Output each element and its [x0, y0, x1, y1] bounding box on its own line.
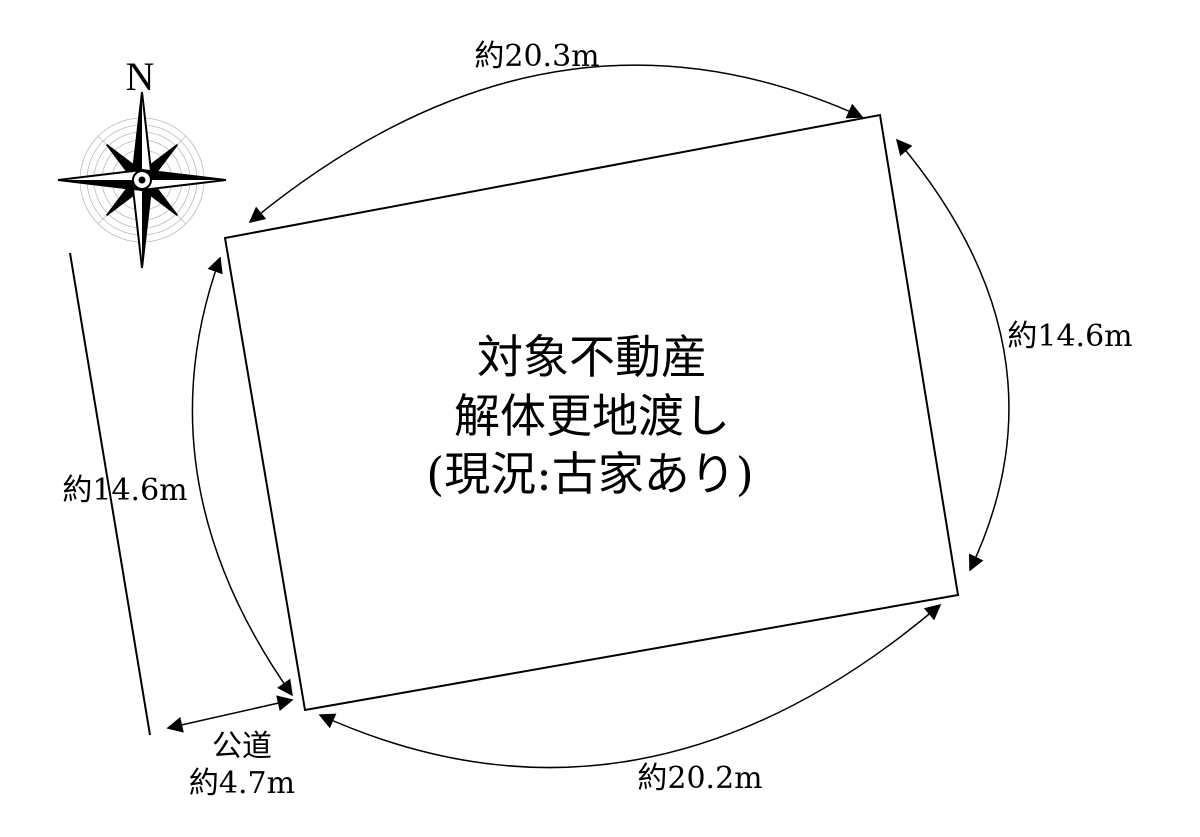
plot-title-line-2: 解体更地渡し	[454, 389, 730, 443]
compass-rose-icon	[57, 91, 227, 269]
left-dimension-arc	[191, 256, 293, 697]
road-width-label: 約4.7m	[189, 766, 295, 801]
plot-title-line-1: 対象不動産	[477, 330, 707, 384]
road-label: 公道	[212, 729, 272, 764]
road-width-arrow	[166, 695, 294, 733]
top-dimension-label: 約20.3m	[474, 39, 599, 74]
right-dimension-label: 約14.6m	[1007, 319, 1132, 354]
bottom-dimension-arc	[318, 603, 942, 769]
north-label: N	[126, 54, 155, 99]
left-dimension-label: 約14.6m	[62, 473, 187, 508]
top-dimension-arc	[248, 64, 864, 224]
right-dimension-arc	[895, 138, 1010, 572]
road-edge-line	[69, 252, 151, 736]
bottom-dimension-label: 約20.2m	[637, 761, 762, 796]
plot-title-line-3: (現況:古家あり)	[426, 447, 753, 501]
